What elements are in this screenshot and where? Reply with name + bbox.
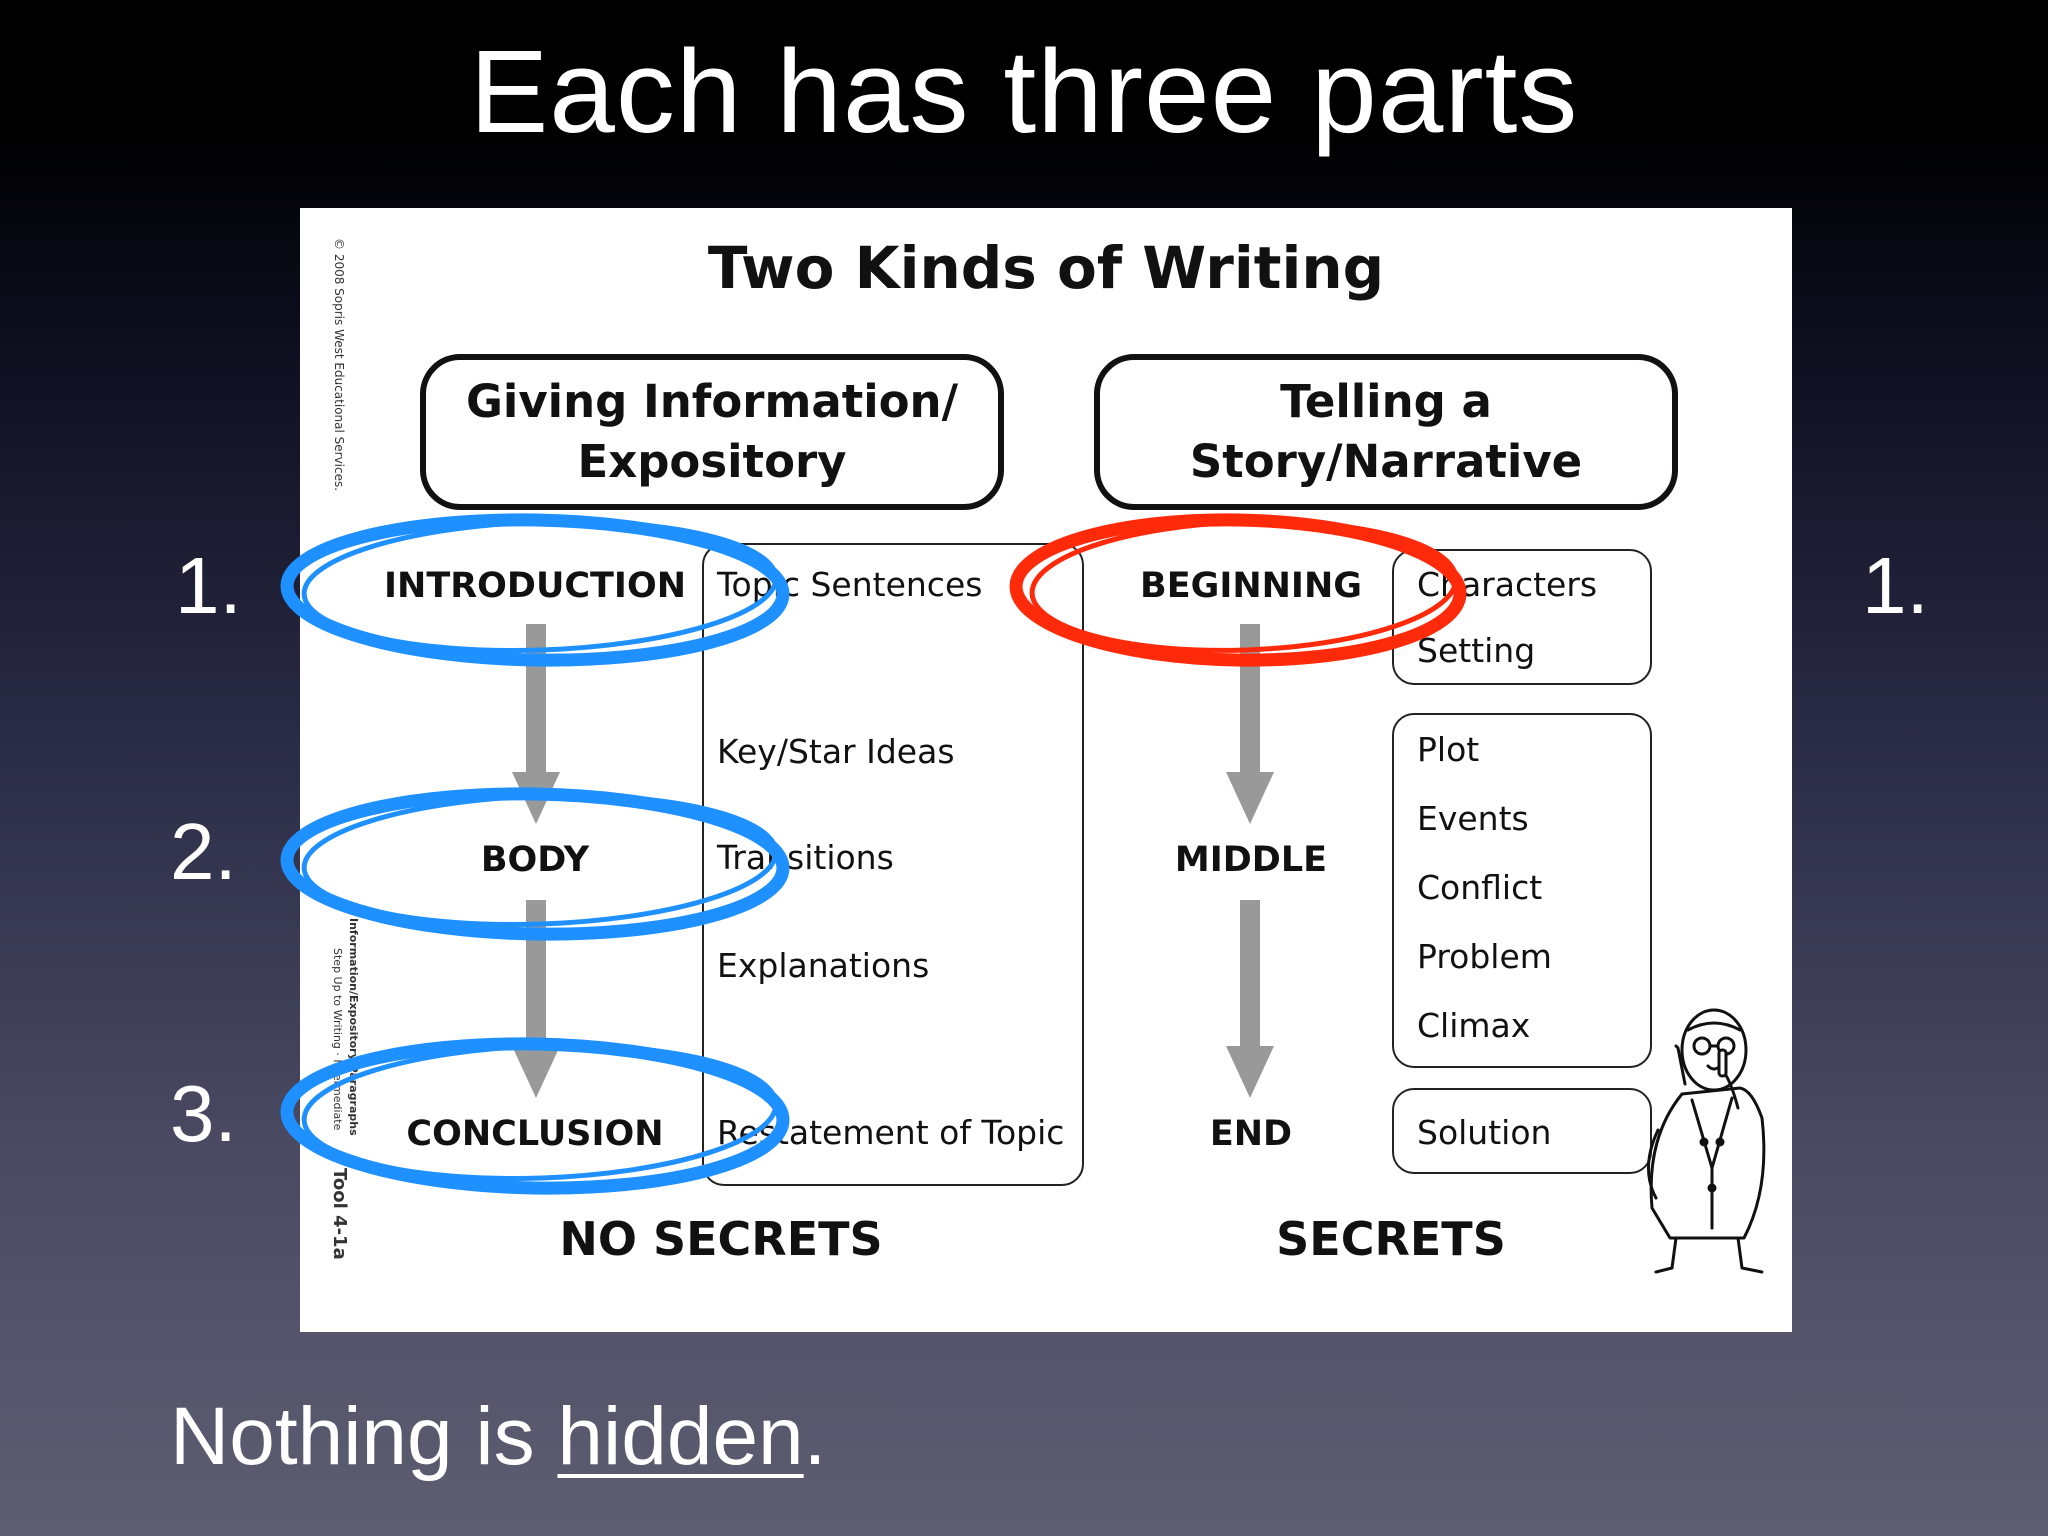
slide-title: Each has three parts	[469, 26, 1579, 158]
arrow-beginning-to-middle-head	[1226, 772, 1274, 824]
item-conflict: Conflict	[1417, 868, 1543, 907]
slide-caption: Nothing is hidden.	[170, 1390, 826, 1484]
characters-setting-box	[1392, 549, 1652, 685]
item-plot: Plot	[1417, 730, 1480, 769]
arrow-middle-to-end-head	[1226, 1046, 1274, 1098]
plot-box	[1392, 713, 1652, 1068]
number-1-right: 1.	[1862, 541, 1929, 630]
item-explanations: Explanations	[717, 946, 930, 985]
arrow-body-to-conclusion-head	[512, 1046, 560, 1098]
worksheet-title: Two Kinds of Writing	[707, 234, 1385, 302]
body-label: BODY	[480, 840, 590, 880]
shushing-man-illustration	[1646, 1008, 1766, 1274]
caption-period: .	[803, 1391, 827, 1482]
item-problem: Problem	[1417, 937, 1552, 976]
footer-secrets: SECRETS	[1276, 1212, 1506, 1266]
caption-underlined-word: hidden	[557, 1391, 804, 1482]
number-3-left: 3.	[170, 1069, 237, 1158]
number-2-left: 2.	[170, 807, 237, 896]
item-events: Events	[1417, 799, 1529, 838]
blue-circle-introduction-stroke-2	[301, 519, 779, 653]
item-transitions: Transitions	[717, 838, 894, 877]
end-label: END	[1209, 1114, 1293, 1154]
caption-text: Nothing is	[170, 1391, 558, 1482]
introduction-label: INTRODUCTION	[384, 566, 686, 606]
item-solution: Solution	[1417, 1113, 1552, 1152]
number-1-left: 1.	[175, 541, 242, 630]
beginning-label: BEGINNING	[1140, 566, 1362, 606]
item-setting: Setting	[1417, 631, 1536, 670]
solution-box	[1392, 1088, 1652, 1174]
arrow-middle-to-end	[1240, 900, 1260, 1046]
expository-header: Giving Information/ Expository	[420, 354, 1004, 510]
expository-items-box	[702, 543, 1084, 1186]
blue-circle-conclusion-stroke-2	[301, 1043, 779, 1181]
narrative-header: Telling a Story/Narrative	[1094, 354, 1678, 510]
middle-label: MIDDLE	[1174, 840, 1328, 880]
item-climax: Climax	[1417, 1006, 1531, 1045]
conclusion-label: CONCLUSION	[406, 1114, 664, 1154]
item-key-star-ideas: Key/Star Ideas	[717, 732, 955, 771]
footer-no-secrets: NO SECRETS	[559, 1212, 883, 1266]
blue-circle-body-stroke-2	[301, 793, 779, 927]
red-circle-beginning-stroke-2	[1029, 519, 1459, 653]
